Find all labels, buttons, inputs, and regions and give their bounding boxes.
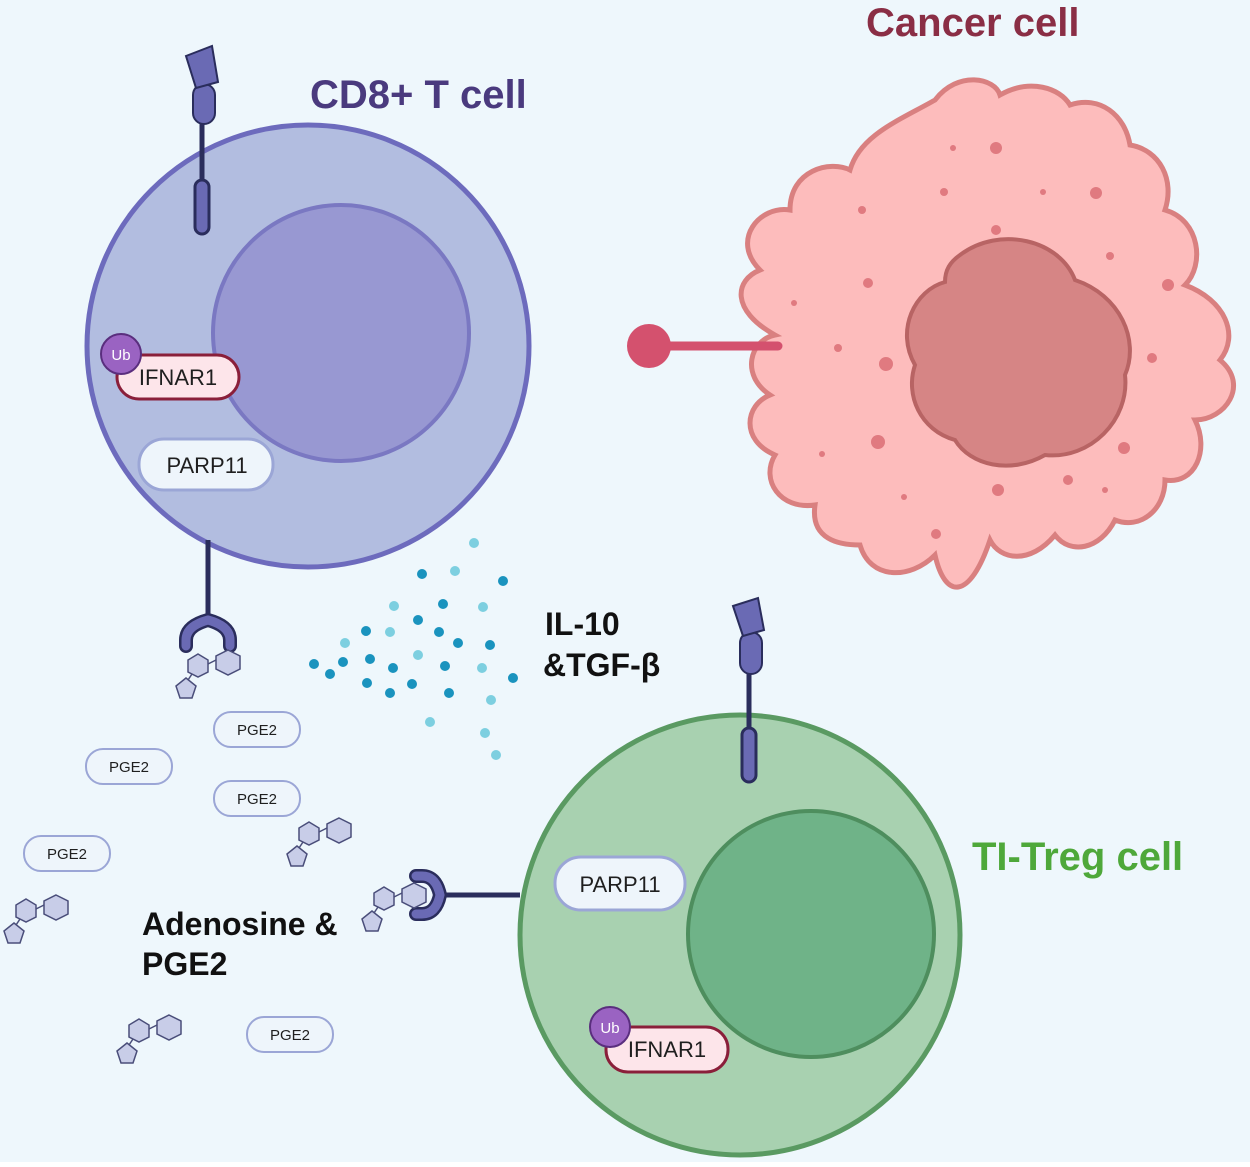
- adenosine-label-line1: Adenosine &: [142, 906, 338, 942]
- cd8-ifnar1-label: IFNAR1: [139, 365, 217, 390]
- antibody-receptor-icon: [409, 869, 520, 921]
- treg-cell: [517, 712, 963, 1158]
- cancer-nucleus: [904, 237, 1132, 468]
- treg-nucleus: [686, 809, 936, 1059]
- treg-ub-badge: [589, 1006, 631, 1048]
- pge2-pill: PGE2: [213, 711, 301, 748]
- cytokine-cloud: [309, 538, 518, 760]
- cd8-ub-label: Ub: [111, 347, 130, 364]
- cytokine-label-line1: IL-10: [545, 606, 620, 642]
- treg-ub-label: Ub: [600, 1020, 619, 1037]
- pge2-label: PGE2: [109, 759, 149, 776]
- cd8-ifnar1-pill: [115, 353, 241, 401]
- pge2-label: PGE2: [237, 722, 277, 739]
- cd8-parp11-label: PARP11: [166, 453, 247, 478]
- cancer-title: Cancer cell: [866, 1, 1079, 45]
- cytokine-dot-icon: [309, 538, 518, 760]
- pge2-label: PGE2: [47, 846, 87, 863]
- cd8-title: CD8+ T cell: [310, 73, 527, 117]
- pge2-label: PGE2: [270, 1027, 310, 1044]
- pge2-pill: PGE2: [85, 748, 173, 785]
- antibody-receptor-icon: [179, 540, 237, 653]
- cd8-parp11-pill: [137, 437, 275, 492]
- treg-parp11-pill: [553, 855, 687, 912]
- receptor-icon: [184, 44, 220, 236]
- adenosine-label-line2: PGE2: [142, 946, 227, 982]
- pge2-pill: PGE2: [23, 835, 111, 872]
- pge2-pill: PGE2: [246, 1016, 334, 1053]
- cd8-nucleus: [211, 203, 471, 463]
- cancer-cell: [738, 77, 1236, 590]
- cd8-ub-badge: [100, 333, 142, 375]
- pge2-pill: PGE2: [213, 780, 301, 817]
- treg-ifnar1-pill: [604, 1025, 730, 1074]
- pge2-label: PGE2: [237, 791, 277, 808]
- treg-parp11-label: PARP11: [579, 872, 660, 897]
- treg-title: TI-Treg cell: [972, 835, 1183, 879]
- cancer-granules: [791, 142, 1174, 539]
- receptor-icon: [731, 596, 766, 784]
- cd8-t-cell: [84, 122, 532, 570]
- treg-ifnar1-label: IFNAR1: [628, 1037, 706, 1062]
- ligand-icon: [627, 324, 783, 368]
- cytokine-label-line2: &TGF-β: [543, 647, 660, 683]
